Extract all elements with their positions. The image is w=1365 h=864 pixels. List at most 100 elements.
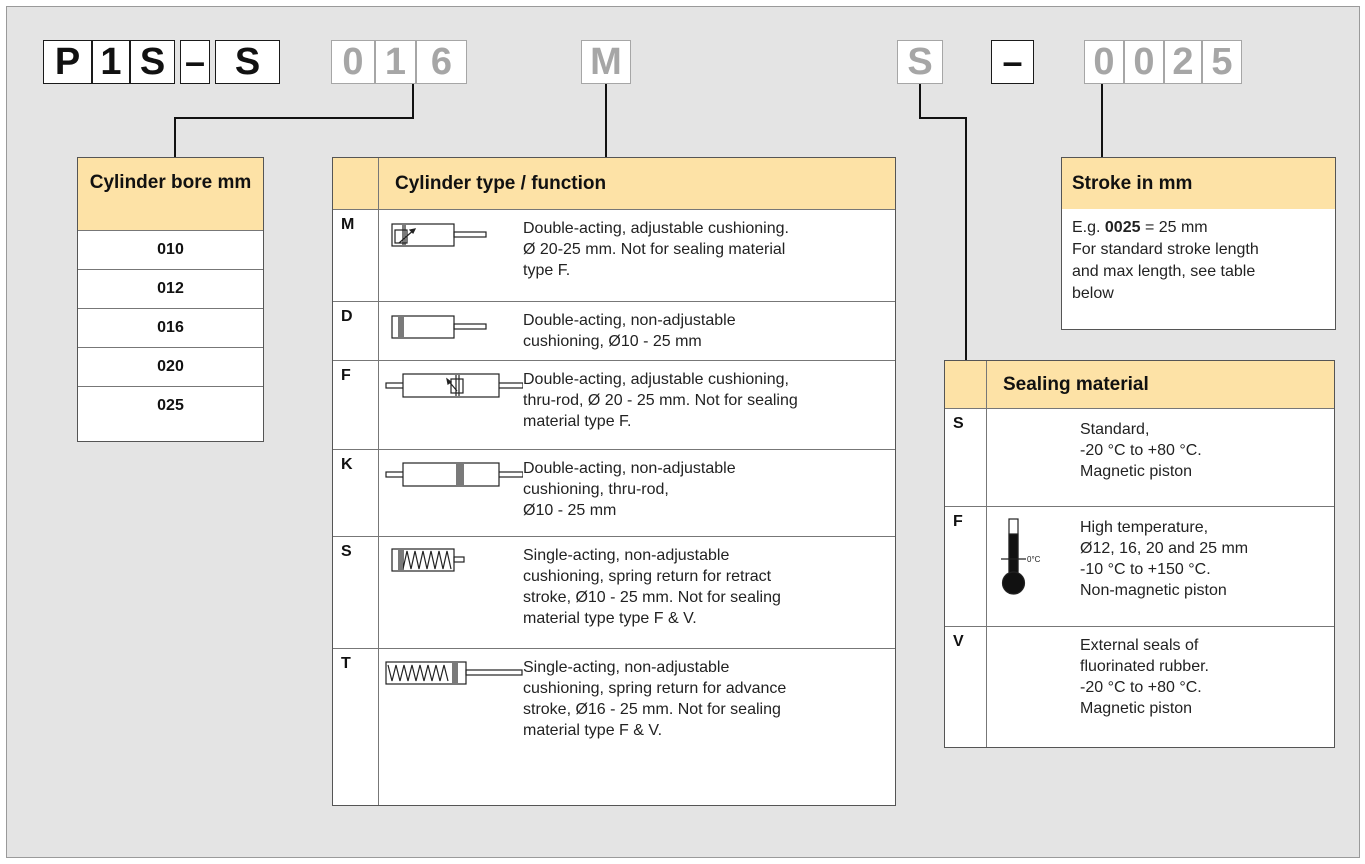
code-bore-digit-3: 6 [416, 40, 467, 84]
cylinder-thru-rod-adjustable-icon [385, 373, 523, 398]
cylinder-double-acting-adjustable-icon [391, 223, 487, 247]
type-desc-line: cushioning, spring return for advance [523, 680, 787, 697]
seal-desc-line: High temperature, [1080, 519, 1209, 536]
stroke-desc-line: and max length, see table [1072, 263, 1256, 280]
code-char-dash: – [180, 40, 210, 84]
seal-desc-line: -20 °C to +80 °C. [1080, 442, 1202, 459]
code-char-p: P [43, 40, 92, 84]
seal-table: Sealing material S Standard, -20 °C to +… [944, 360, 1335, 748]
code-bore-digit-2: 1 [375, 40, 416, 84]
stroke-title: Stroke in mm [1072, 173, 1193, 194]
stroke-description: E.g. 0025 = 25 mm For standard stroke le… [1072, 217, 1259, 305]
bore-row: 010 [78, 230, 263, 269]
type-row-f: F Double-acting, adjustable cushioning, … [333, 360, 895, 449]
bore-title: Cylinder bore mm [89, 172, 252, 193]
type-row-m: M Double-acting, adjustable cushioning. … [333, 209, 895, 301]
type-table-divider [378, 158, 379, 805]
seal-row-s: S Standard, -20 °C to +80 °C. Magnetic p… [945, 408, 1334, 506]
seal-table-header: Sealing material [945, 361, 1334, 408]
code-char-s-series: S [215, 40, 280, 84]
seal-row-v: V External seals of fluorinated rubber. … [945, 626, 1334, 747]
code-dash-2: – [991, 40, 1034, 84]
stroke-example-prefix: E.g. [1072, 219, 1105, 236]
type-desc-line: Single-acting, non-adjustable [523, 659, 730, 676]
bore-value: 012 [157, 280, 184, 297]
thermometer-zero-label: 0°C [1027, 555, 1041, 564]
seal-desc-line: -10 °C to +150 °C. [1080, 561, 1211, 578]
type-desc-line: cushioning, thru-rod, [523, 481, 669, 498]
stroke-desc-line: For standard stroke length [1072, 241, 1259, 258]
type-desc-line: Double-acting, adjustable cushioning, [523, 371, 789, 388]
type-desc-line: material type type F & V. [523, 610, 697, 627]
stroke-desc-line: below [1072, 285, 1114, 302]
type-row-d: D Double-acting, non-adjustable cushioni… [333, 301, 895, 360]
code-stroke-digit-1: 0 [1084, 40, 1124, 84]
cylinder-spring-advance-icon [385, 661, 523, 685]
type-letter: D [341, 308, 353, 325]
type-letter: T [341, 655, 351, 672]
code-bore-digit-1: 0 [331, 40, 375, 84]
type-title: Cylinder type / function [395, 173, 607, 194]
type-table-header: Cylinder type / function [333, 158, 895, 209]
type-row-s: S Single-acting, non-adjustable cushioni… [333, 536, 895, 648]
type-desc-line: material type F. [523, 413, 632, 430]
seal-desc-line: Magnetic piston [1080, 700, 1193, 717]
stroke-example-code: 0025 [1104, 219, 1141, 236]
stroke-example: E.g. 0025 = 25 mm [1072, 217, 1259, 239]
bore-value: 020 [157, 358, 184, 375]
seal-desc-line: External seals of [1080, 637, 1199, 654]
bore-value: 016 [157, 319, 184, 336]
type-row-k: K Double-acting, non-adjustable cushioni… [333, 449, 895, 536]
stroke-table-header: Stroke in mm [1062, 158, 1335, 209]
type-row-t: T Single-acting, non-adjustable cushioni… [333, 648, 895, 805]
bore-value: 010 [157, 241, 184, 258]
type-desc-line: cushioning, spring return for retract [523, 568, 772, 585]
type-desc-line: Double-acting, non-adjustable [523, 312, 736, 329]
code-stroke-digit-3: 2 [1164, 40, 1202, 84]
stroke-table: Stroke in mm E.g. 0025 = 25 mm For stand… [1061, 157, 1336, 330]
cylinder-double-acting-icon [391, 315, 487, 339]
seal-row-f: F 0°C High temperature, Ø12, 16, 20 and … [945, 506, 1334, 626]
connector-seal [919, 84, 967, 360]
type-desc-line: cushioning, Ø10 - 25 mm [523, 333, 702, 350]
type-desc-line: material type F & V. [523, 722, 663, 739]
seal-title: Sealing material [1003, 374, 1149, 395]
seal-desc-line: -20 °C to +80 °C. [1080, 679, 1202, 696]
seal-desc-line: Standard, [1080, 421, 1150, 438]
stroke-example-suffix: = 25 mm [1140, 219, 1208, 236]
seal-desc-line: Magnetic piston [1080, 463, 1193, 480]
bore-table: Cylinder bore mm 010 012 016 020 025 [77, 157, 264, 442]
seal-desc-line: fluorinated rubber. [1080, 658, 1209, 675]
connector-bore [174, 84, 414, 157]
type-desc-line: Double-acting, adjustable cushioning. [523, 220, 789, 237]
seal-table-divider [986, 361, 987, 747]
bore-row: 016 [78, 308, 263, 347]
bore-row: 012 [78, 269, 263, 308]
type-desc-line: stroke, Ø10 - 25 mm. Not for sealing [523, 589, 781, 606]
type-letter: F [341, 367, 351, 384]
cylinder-spring-return-icon [391, 548, 465, 572]
bore-row: 020 [78, 347, 263, 386]
bore-row: 025 [78, 386, 263, 425]
type-desc-line: thru-rod, Ø 20 - 25 mm. Not for sealing [523, 392, 798, 409]
seal-desc-line: Ø12, 16, 20 and 25 mm [1080, 540, 1249, 557]
type-desc-line: type F. [523, 262, 571, 279]
code-char-1: 1 [92, 40, 130, 84]
seal-desc-line: Non-magnetic piston [1080, 582, 1227, 599]
type-desc-line: Ø 20-25 mm. Not for sealing material [523, 241, 786, 258]
type-desc-line: stroke, Ø16 - 25 mm. Not for sealing [523, 701, 781, 718]
seal-letter: V [953, 633, 964, 650]
bore-value: 025 [157, 397, 184, 414]
type-letter: S [341, 543, 352, 560]
type-letter: K [341, 456, 353, 473]
type-desc-line: Double-acting, non-adjustable [523, 460, 736, 477]
seal-letter: S [953, 415, 964, 432]
code-stroke-digit-4: 5 [1202, 40, 1242, 84]
code-char-s: S [130, 40, 175, 84]
type-desc-line: Ø10 - 25 mm [523, 502, 617, 519]
type-table: Cylinder type / function M Double-acting… [332, 157, 896, 806]
code-type-char: M [581, 40, 631, 84]
seal-letter: F [953, 513, 963, 530]
code-seal-char: S [897, 40, 943, 84]
